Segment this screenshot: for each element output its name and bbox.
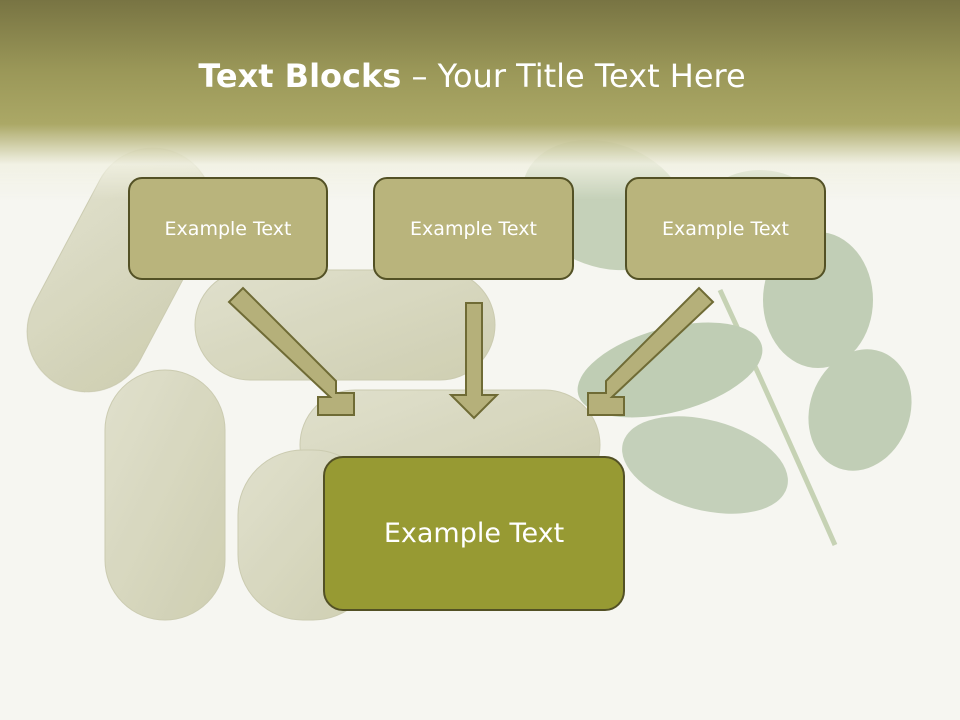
- text-block-3-label: Example Text: [662, 217, 789, 240]
- text-block-2[interactable]: Example Text: [373, 177, 574, 280]
- slide-title: Text Blocks – Your Title Text Here: [0, 52, 944, 100]
- text-block-1-label: Example Text: [164, 217, 292, 240]
- main-text-block[interactable]: Example Text: [323, 456, 625, 611]
- header-band: [0, 0, 960, 200]
- text-block-2-label: Example Text: [410, 217, 537, 240]
- arrow-right: [587, 286, 715, 416]
- main-text-block-label: Example Text: [383, 518, 565, 549]
- arrow-left: [227, 286, 355, 416]
- title-rest: – Your Title Text Here: [401, 57, 746, 95]
- title-bold: Text Blocks: [198, 57, 402, 95]
- text-block-1[interactable]: Example Text: [128, 177, 328, 280]
- arrow-center: [448, 302, 500, 420]
- text-block-3[interactable]: Example Text: [625, 177, 826, 280]
